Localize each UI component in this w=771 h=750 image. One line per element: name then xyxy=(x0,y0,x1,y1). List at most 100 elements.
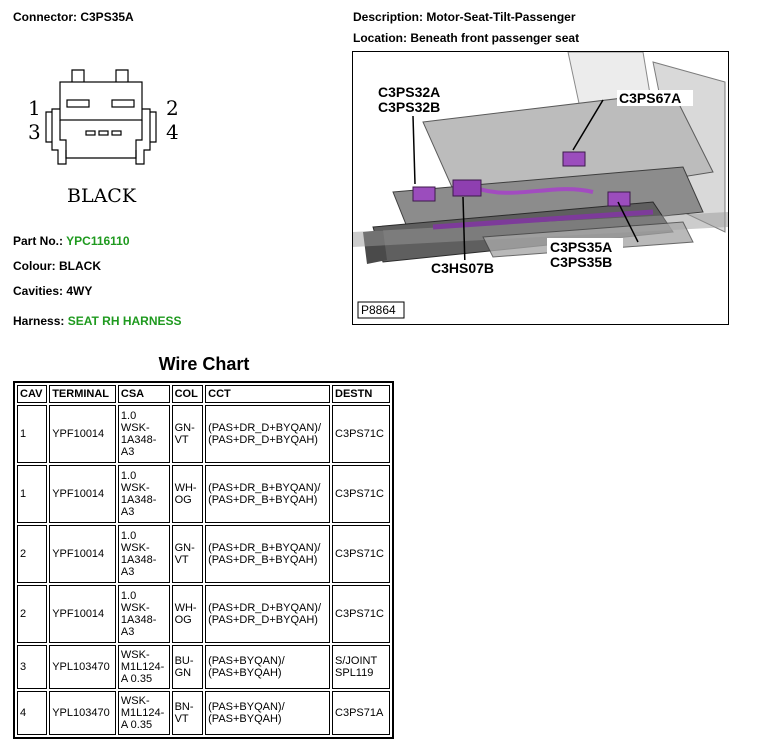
callout-c3ps32b: C3PS32B xyxy=(378,99,440,115)
cell-csa-line: WSK- xyxy=(120,602,150,614)
cell-csa-line: M1L124- xyxy=(120,707,165,719)
wire-chart-title: Wire Chart xyxy=(158,354,250,374)
location-label: Location: xyxy=(353,31,407,45)
cell-terminal: YPF10014 xyxy=(49,585,116,643)
cell-col-line: WH- xyxy=(174,602,197,614)
callout-pointers xyxy=(412,99,639,268)
cell-col: GN-VT xyxy=(171,525,204,583)
cell-col: BN-VT xyxy=(171,691,204,735)
header-col: COL xyxy=(171,385,204,403)
cell-col-line: BU- xyxy=(174,655,194,667)
cell-cct: (PAS+BYQAN)/(PAS+BYQAH) xyxy=(205,691,331,735)
cell-col-line: WH- xyxy=(174,482,197,494)
cell-col-line: VT xyxy=(174,554,189,566)
cell-col: WH-OG xyxy=(171,465,204,523)
connector-label: Connector: xyxy=(13,10,77,24)
cell-cct-line: (PAS+BYQAH) xyxy=(208,667,282,679)
cell-cav: 1 xyxy=(17,405,48,463)
callout-c3ps35a: C3PS35A xyxy=(550,239,612,255)
pin-1-label: 1 xyxy=(28,96,41,120)
cell-cct: (PAS+DR_B+BYQAN)/(PAS+DR_B+BYQAH) xyxy=(205,465,331,523)
cell-csa-line: A3 xyxy=(120,506,135,518)
cell-cct-line: (PAS+DR_D+BYQAN)/ xyxy=(208,602,322,614)
cell-cct: (PAS+DR_D+BYQAN)/(PAS+DR_D+BYQAH) xyxy=(205,585,331,643)
part-no-value[interactable]: YPC116110 xyxy=(66,234,130,248)
harness-value[interactable]: SEAT RH HARNESS xyxy=(67,314,182,328)
location-value: Beneath front passenger seat xyxy=(410,31,580,45)
cell-destn-line: C3PS71C xyxy=(335,488,384,500)
cell-csa-line: 1A348- xyxy=(120,554,157,566)
cell-csa-line: WSK- xyxy=(120,482,150,494)
cell-terminal: YPF10014 xyxy=(49,465,116,523)
location-info: Location: Beneath front passenger seat xyxy=(353,31,579,45)
cell-destn-line: SPL119 xyxy=(335,667,374,679)
cell-csa-line: WSK- xyxy=(120,649,150,661)
cell-cct-line: (PAS+DR_B+BYQAH) xyxy=(208,554,318,566)
cell-destn: C3PS71C xyxy=(332,525,390,583)
cell-csa: WSK-M1L124-A 0.35 xyxy=(117,691,170,735)
callout-c3ps32a: C3PS32A xyxy=(378,84,440,100)
cell-terminal: YPF10014 xyxy=(49,405,116,463)
cell-csa-line: 1A348- xyxy=(120,494,157,506)
cell-csa-line: WSK- xyxy=(120,542,150,554)
cavities-label: Cavities: xyxy=(13,284,64,298)
connector-value: C3PS35A xyxy=(80,10,134,24)
cell-col: WH-OG xyxy=(171,585,204,643)
cell-col: GN-VT xyxy=(171,405,204,463)
part-no-info: Part No.: YPC116110 xyxy=(13,234,130,248)
cell-col-line: OG xyxy=(174,614,192,626)
callout-c3ps67a: C3PS67A xyxy=(619,90,681,106)
description-value: Motor-Seat-Tilt-Passenger xyxy=(426,10,576,24)
callout-c3ps35b: C3PS35B xyxy=(550,254,612,270)
cell-csa-line: WSK- xyxy=(120,695,150,707)
cell-col-line: GN xyxy=(174,667,192,679)
colour-info: Colour: BLACK xyxy=(13,259,101,273)
pin-3-label: 3 xyxy=(28,120,41,144)
cell-cct: (PAS+BYQAN)/(PAS+BYQAH) xyxy=(205,645,331,689)
cell-terminal: YPL103470 xyxy=(49,645,116,689)
cell-cct-line: (PAS+DR_D+BYQAN)/ xyxy=(208,422,322,434)
cell-destn-line: C3PS71C xyxy=(335,548,384,560)
cell-col-line: GN- xyxy=(174,422,195,434)
cell-cct-line: (PAS+DR_B+BYQAH) xyxy=(208,494,318,506)
figure-id: P8864 xyxy=(361,303,396,317)
pin-2-label: 2 xyxy=(166,96,179,120)
cell-cct-line: (PAS+BYQAN)/ xyxy=(208,655,285,667)
cell-cct: (PAS+DR_D+BYQAN)/(PAS+DR_D+BYQAH) xyxy=(205,405,331,463)
cell-destn-line: C3PS71C xyxy=(335,428,384,440)
cell-destn: C3PS71C xyxy=(332,405,390,463)
colour-value: BLACK xyxy=(59,259,101,273)
colour-label: Colour: xyxy=(13,259,56,273)
cell-cav: 1 xyxy=(17,465,48,523)
part-no-label: Part No.: xyxy=(13,234,64,248)
cell-cct-line: (PAS+DR_B+BYQAN)/ xyxy=(208,542,321,554)
cell-csa-line: 1.0 xyxy=(120,410,137,422)
header-csa: CSA xyxy=(117,385,170,403)
cell-terminal: YPL103470 xyxy=(49,691,116,735)
header-cct: CCT xyxy=(205,385,331,403)
cell-cct: (PAS+DR_B+BYQAN)/(PAS+DR_B+BYQAH) xyxy=(205,525,331,583)
cell-destn: C3PS71A xyxy=(332,691,390,735)
cell-csa-line: A3 xyxy=(120,446,135,458)
cavities-info: Cavities: 4WY xyxy=(13,284,92,298)
cell-cav: 4 xyxy=(17,691,48,735)
cavities-value: 4WY xyxy=(66,284,93,298)
harness-label: Harness: xyxy=(13,314,65,328)
cell-destn: C3PS71C xyxy=(332,465,390,523)
cell-csa-line: 1.0 xyxy=(120,590,137,602)
cell-cct-line: (PAS+DR_D+BYQAH) xyxy=(208,614,318,626)
harness-info: Harness: SEAT RH HARNESS xyxy=(13,314,182,328)
cell-cct-line: (PAS+BYQAN)/ xyxy=(208,701,285,713)
connector-outline xyxy=(45,69,157,165)
cell-col-line: VT xyxy=(174,713,189,725)
connector-color-text: BLACK xyxy=(67,185,137,207)
